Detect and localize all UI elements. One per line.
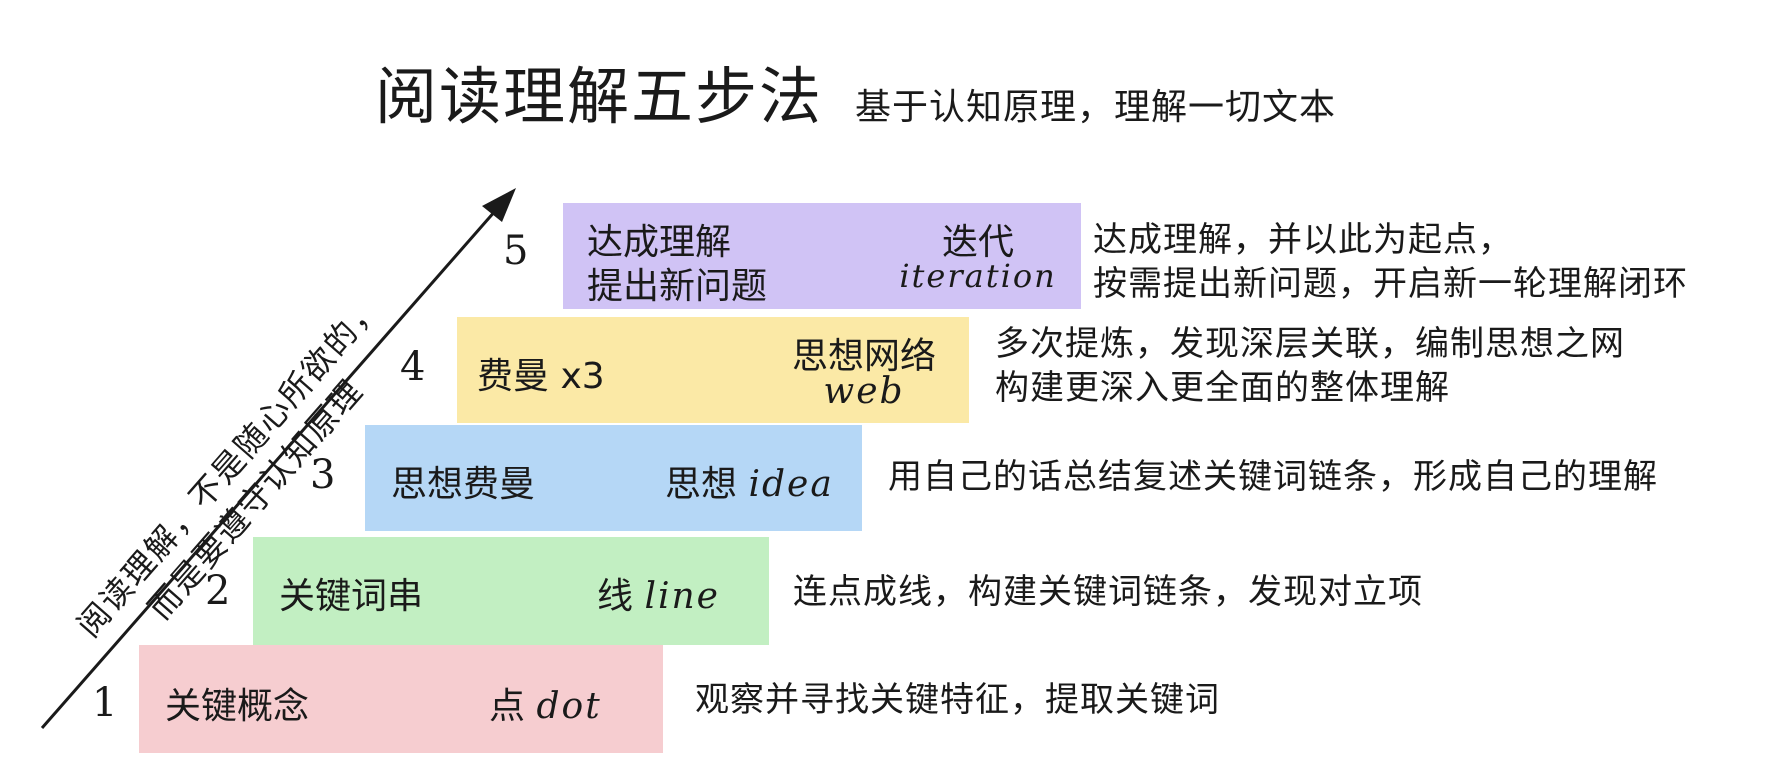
step-1-output-en: dot xyxy=(536,686,602,727)
step-4-input: 费曼 x3 xyxy=(477,356,605,397)
diagram-title: 阅读理解五步法 xyxy=(375,60,824,133)
arrow-head xyxy=(482,188,516,222)
step-2-output-en: line xyxy=(644,576,720,617)
step-5-input-line-1: 达成理解 xyxy=(587,222,732,263)
step-5-input-line-2: 提出新问题 xyxy=(587,266,768,307)
step-1-box: 关键概念 点 dot xyxy=(139,645,663,753)
step-5-description: 达成理解，并以此为起点， 按需提出新问题，开启新一轮理解闭环 xyxy=(1093,218,1688,306)
step-5-desc-line-1: 达成理解，并以此为起点， xyxy=(1093,220,1513,260)
step-4-output-en: web xyxy=(823,371,905,412)
step-5-output-cn: 迭代 xyxy=(941,222,1014,263)
arrow-shaft xyxy=(40,209,498,729)
step-2-number: 2 xyxy=(205,568,231,614)
step-1-description: 观察并寻找关键特征，提取关键词 xyxy=(695,678,1220,722)
step-3-output: 思想 idea xyxy=(665,455,834,507)
step-2-output-cn: 线 xyxy=(597,576,634,617)
step-3-input: 思想费曼 xyxy=(391,464,536,505)
step-4-box: 费曼 x3 思想网络 web xyxy=(457,317,969,423)
step-5-box: 达成理解 提出新问题 迭代 iteration xyxy=(563,203,1081,309)
step-1-input: 关键概念 xyxy=(165,686,310,727)
step-5-output-en: iteration xyxy=(899,257,1057,295)
step-3-number: 3 xyxy=(310,452,336,498)
step-5-number: 5 xyxy=(503,228,529,274)
step-2-output: 线 line xyxy=(597,567,720,619)
diagram-subtitle: 基于认知原理，理解一切文本 xyxy=(855,87,1337,128)
step-3-box: 思想费曼 思想 idea xyxy=(365,425,862,531)
step-1-desc-line-1: 观察并寻找关键特征，提取关键词 xyxy=(695,680,1220,720)
step-1-number: 1 xyxy=(92,680,118,726)
step-3-output-cn: 思想 xyxy=(665,464,738,505)
step-2-input: 关键词串 xyxy=(279,576,424,617)
step-3-description: 用自己的话总结复述关键词链条，形成自己的理解 xyxy=(888,455,1658,499)
step-5-desc-line-2: 按需提出新问题，开启新一轮理解闭环 xyxy=(1093,264,1688,304)
step-2-desc-line-1: 连点成线，构建关键词链条，发现对立项 xyxy=(793,572,1423,612)
step-4-desc-line-2: 构建更深入更全面的整体理解 xyxy=(995,368,1450,408)
step-2-description: 连点成线，构建关键词链条，发现对立项 xyxy=(793,570,1423,614)
step-4-description: 多次提炼，发现深层关联，编制思想之网 构建更深入更全面的整体理解 xyxy=(995,322,1625,410)
step-1-output-cn: 点 xyxy=(489,686,526,727)
step-2-box: 关键词串 线 line xyxy=(253,537,769,645)
step-3-output-en: idea xyxy=(748,464,834,505)
step-1-output: 点 dot xyxy=(489,677,602,729)
step-4-output-cn: 思想网络 xyxy=(791,336,936,377)
step-4-number: 4 xyxy=(400,344,426,390)
step-4-desc-line-1: 多次提炼，发现深层关联，编制思想之网 xyxy=(995,324,1625,364)
step-3-desc-line-1: 用自己的话总结复述关键词链条，形成自己的理解 xyxy=(888,457,1658,497)
